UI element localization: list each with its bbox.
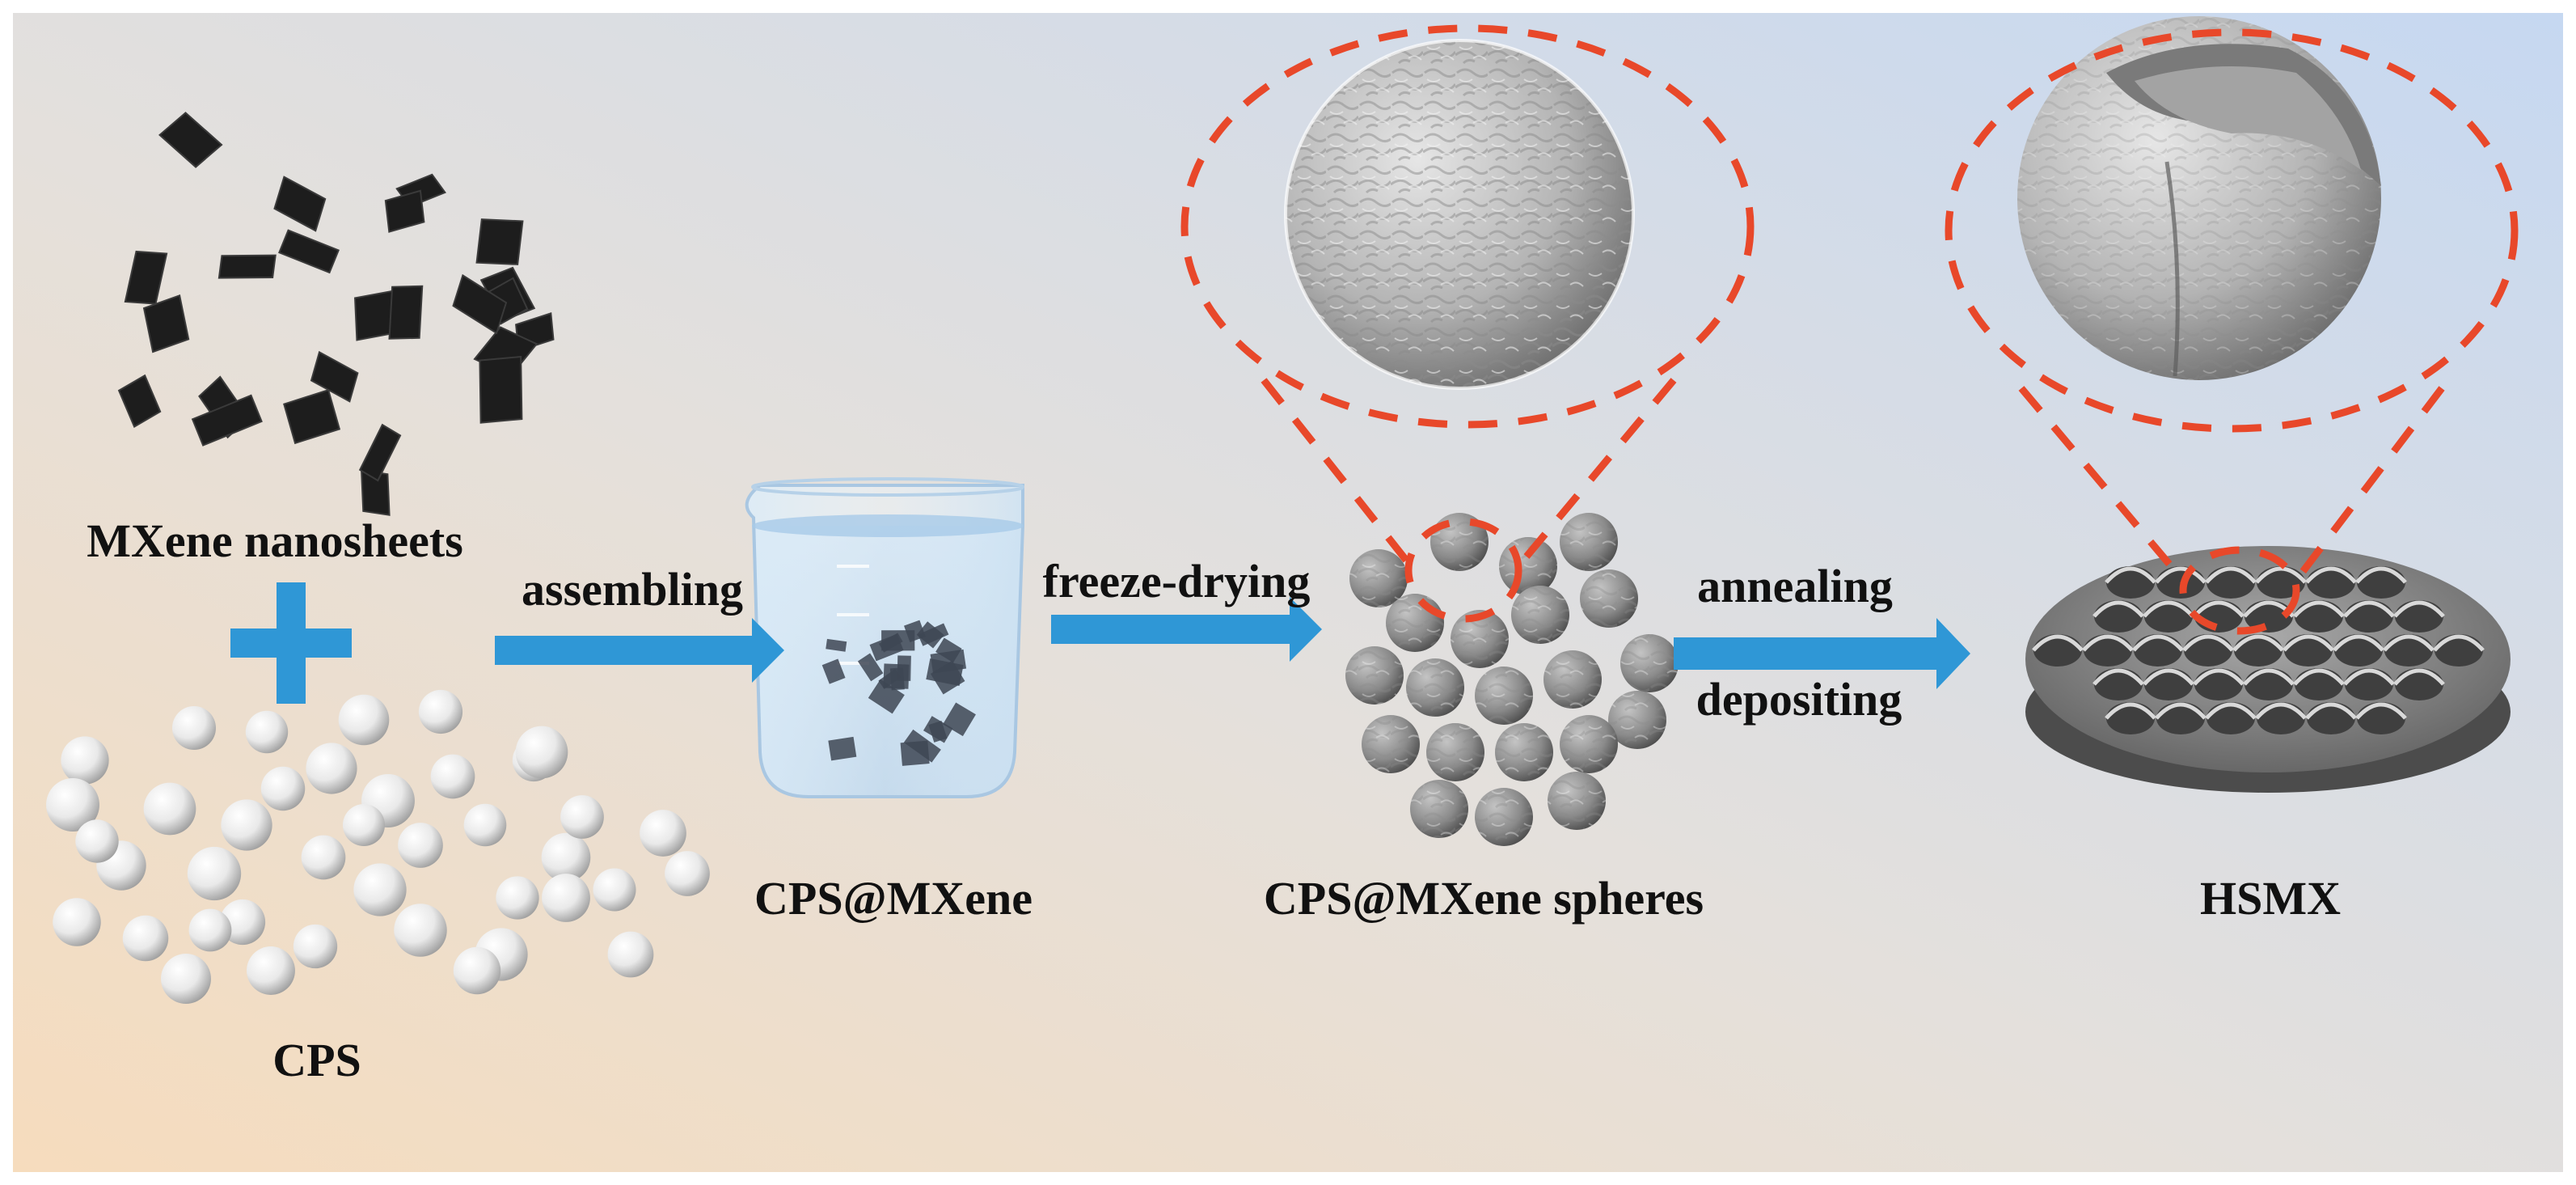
- step-annealing: annealing: [1697, 560, 1893, 612]
- label-hsmx: HSMX: [2200, 872, 2341, 925]
- beaker-icon: [745, 477, 1024, 798]
- wrinkled-sphere-closeup: [1284, 39, 1635, 390]
- step-depositing: depositing: [1696, 673, 1902, 726]
- label-mxene-nanosheets: MXene nanosheets: [87, 514, 463, 567]
- label-cps-mxene-spheres: CPS@MXene spheres: [1263, 872, 1704, 925]
- callout-ellipse-1: [1180, 24, 1755, 623]
- arrow-right-icon: [495, 597, 1970, 689]
- plus-icon: [230, 582, 352, 704]
- grey-sphere-icon: [1345, 513, 1679, 846]
- white-sphere-icon: [46, 689, 710, 1004]
- callout-ellipse-2: [1945, 28, 2519, 635]
- label-cps-mxene: CPS@MXene: [754, 872, 1033, 925]
- step-assembling: assembling: [522, 563, 743, 616]
- label-cps: CPS: [272, 1034, 361, 1086]
- honeycomb-film-icon: [2025, 546, 2511, 793]
- hollow-sphere-closeup: [2017, 16, 2381, 380]
- step-freeze-drying: freeze-drying: [1042, 555, 1311, 607]
- mxene-flake-icon: [117, 112, 555, 516]
